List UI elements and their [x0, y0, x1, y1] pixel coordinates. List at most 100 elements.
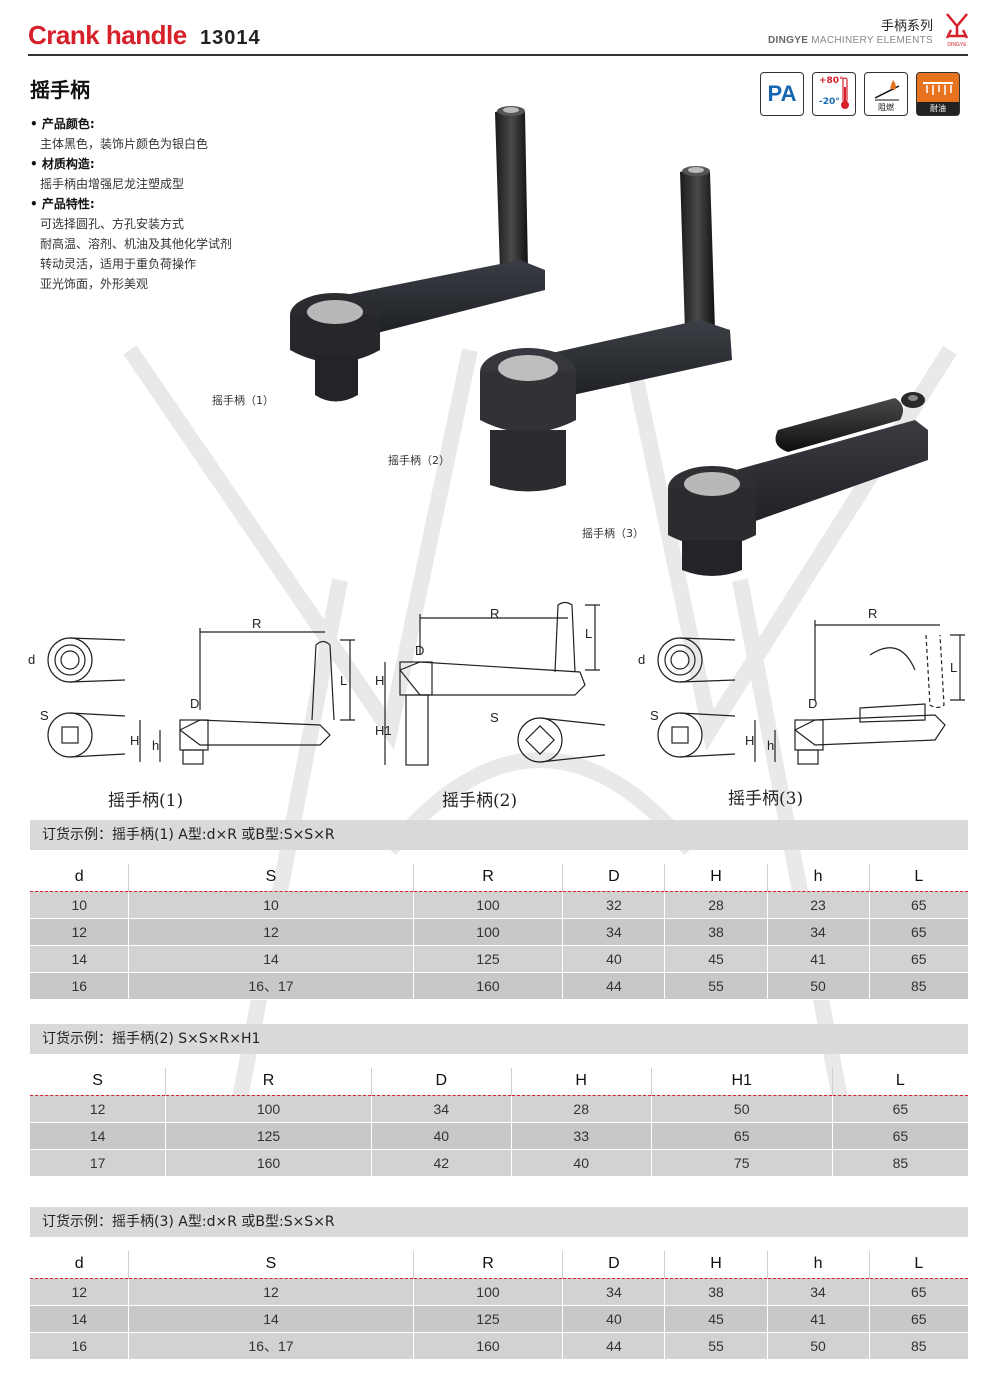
table-cell: 55	[664, 972, 768, 1000]
brand-name: DINGYE	[768, 35, 809, 46]
technical-drawings: d S R L D H h R L D H H1 S d	[28, 601, 965, 766]
table-cell: 65	[651, 1122, 833, 1150]
table-cell: 85	[869, 1332, 968, 1360]
table-cell: 28	[511, 1095, 652, 1123]
column-header: D	[371, 1068, 512, 1096]
temp-low: -20°	[819, 97, 840, 107]
table-cell: 45	[664, 1305, 768, 1333]
table-cell: 34	[767, 1278, 870, 1306]
table-cell: 34	[767, 918, 870, 946]
column-header: d	[30, 1251, 130, 1279]
table-header-row: d S R D H h L	[30, 1251, 968, 1279]
table-cell: 160	[413, 972, 564, 1000]
dim-s: S	[40, 708, 49, 723]
table-cell: 160	[413, 1332, 564, 1360]
table-cell: 55	[664, 1332, 768, 1360]
logo-text: DINGYE	[947, 42, 967, 48]
dim-r-2: R	[490, 606, 499, 621]
table-cell: 41	[767, 1305, 870, 1333]
table-cell: 12	[128, 918, 414, 946]
table-cell: 23	[767, 891, 870, 919]
table-cell: 50	[651, 1095, 833, 1123]
dim-r: R	[252, 616, 261, 631]
table-cell: 65	[869, 945, 968, 973]
table-cell: 125	[165, 1122, 372, 1150]
dim-h-3: H	[745, 733, 754, 748]
table-cell: 10	[30, 891, 130, 919]
table-cell: 32	[562, 891, 666, 919]
table-cell: 12	[30, 1095, 167, 1123]
table-cell: 125	[413, 945, 564, 973]
oil-drops-icon	[923, 82, 953, 95]
drawing-3: d S R L D H h	[638, 606, 965, 765]
page-title: Crank handle	[28, 20, 187, 50]
table-cell: 44	[562, 972, 666, 1000]
table-cell: 28	[664, 891, 768, 919]
dim-d: d	[28, 652, 35, 667]
table-cell: 14	[30, 1305, 130, 1333]
product-code: 13014	[200, 27, 261, 49]
dim-l: L	[340, 673, 347, 688]
table-cell: 50	[767, 1332, 870, 1360]
table-cell: 100	[413, 918, 564, 946]
oil-label: 耐油	[917, 102, 959, 115]
table-cell: 14	[128, 1305, 414, 1333]
table-cell: 33	[511, 1122, 652, 1150]
drawing-caption-2: 摇手柄(2)	[442, 791, 518, 811]
column-header: H	[664, 1251, 768, 1279]
flame-retardant-badge: 阻燃	[864, 72, 908, 116]
feature-heading: 产品特性:	[30, 194, 232, 214]
brand-label: DINGYE MACHINERY ELEMENTS	[768, 35, 933, 46]
column-header: L	[832, 1068, 968, 1096]
dim-big-d-2: D	[415, 643, 424, 658]
dim-s-3: S	[650, 708, 659, 723]
photo-label-3: 摇手柄（3）	[582, 527, 644, 540]
table-cell: 65	[869, 1278, 968, 1306]
table-cell: 40	[562, 945, 666, 973]
table-cell: 34	[371, 1095, 512, 1123]
dim-small-h-3: h	[767, 738, 774, 753]
table-cell: 85	[869, 972, 968, 1000]
feature-list: 产品颜色: 主体黑色，装饰片颜色为银白色 材质构造: 摇手柄由增强尼龙注塑成型 …	[30, 114, 232, 294]
header-divider	[28, 54, 968, 56]
table-cell: 14	[128, 945, 414, 973]
dim-h1-2: H1	[375, 723, 392, 738]
feature-line: 可选择圆孔、方孔安装方式	[40, 217, 185, 231]
table-cell: 40	[371, 1122, 512, 1150]
column-header: S	[128, 864, 414, 892]
table-cell: 160	[165, 1149, 372, 1177]
table-cell: 17	[30, 1149, 167, 1177]
column-header: H	[664, 864, 768, 892]
table-cell: 12	[128, 1278, 414, 1306]
crank-handle-3-photo	[668, 392, 928, 576]
crank-handle-2-photo	[480, 166, 732, 492]
column-header: R	[413, 1251, 564, 1279]
oil-resistant-badge: 耐油	[916, 72, 960, 116]
crank-handle-1-photo	[290, 106, 545, 402]
column-header: S	[128, 1251, 414, 1279]
table-cell: 65	[869, 1305, 968, 1333]
drawing-caption-1: 摇手柄(1)	[108, 791, 184, 811]
table-cell: 65	[869, 918, 968, 946]
photo-label-2: 摇手柄（2）	[388, 454, 450, 467]
table-cell: 85	[832, 1149, 968, 1177]
feature-line: 耐高温、溶剂、机油及其他化学试剂	[40, 237, 233, 251]
column-header: L	[869, 864, 968, 892]
table-cell: 16、17	[128, 972, 414, 1000]
flame-icon	[874, 80, 900, 101]
brand-tagline: MACHINERY ELEMENTS	[811, 35, 933, 46]
feature-line: 主体黑色，装饰片颜色为银白色	[40, 137, 209, 151]
table-header-row: S R D H H1 L	[30, 1068, 968, 1096]
feature-line: 摇手柄由增强尼龙注塑成型	[40, 177, 185, 191]
pa-material-badge: PA	[760, 72, 804, 116]
table-cell: 45	[664, 945, 768, 973]
